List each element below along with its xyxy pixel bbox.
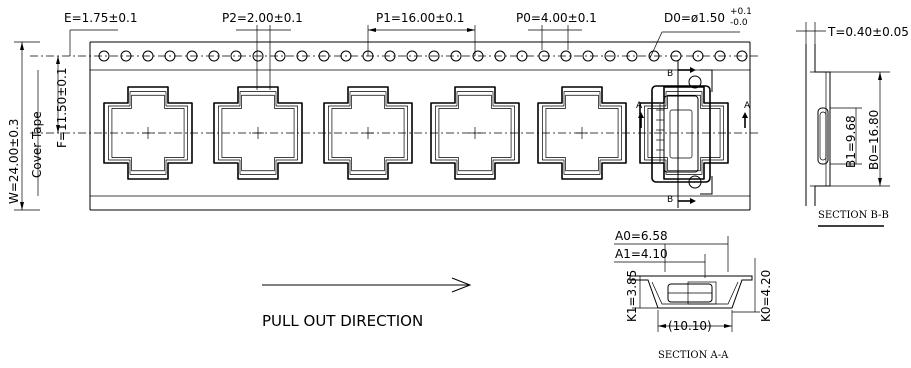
sprocket-hole: [98, 50, 110, 62]
sprocket-hole: [230, 50, 242, 62]
sprocket-holes: [98, 50, 748, 62]
sprocket-hole: [538, 50, 550, 62]
pull-out-label: PULL OUT DIRECTION: [262, 312, 423, 330]
pocket: [103, 86, 193, 180]
sprocket-hole: [692, 50, 704, 62]
dimension-e: E=1.75±0.1: [64, 11, 138, 56]
dim-d0-label: D0=ø1.50: [664, 11, 725, 25]
dim-e-label: E=1.75±0.1: [64, 11, 138, 25]
sprocket-hole: [384, 50, 396, 62]
sprocket-hole: [142, 50, 154, 62]
pull-out-direction: PULL OUT DIRECTION: [262, 277, 472, 330]
dimension-w: W=24.00±0.3: [7, 41, 40, 211]
sprocket-hole: [648, 50, 660, 62]
section-b-b: T=0.40±0.05 B1=9.68 B0=16.80 SECTION B-B: [796, 22, 909, 227]
dim-a0-label: A0=6.58: [615, 229, 668, 243]
sprocket-hole: [164, 50, 176, 62]
sprocket-hole: [120, 50, 132, 62]
sprocket-hole: [560, 50, 572, 62]
pocket: [430, 86, 520, 180]
carrier-tape: [30, 41, 760, 211]
section-a-a-label: SECTION A-A: [658, 350, 729, 361]
dim-k0-label: K0=4.20: [759, 270, 773, 322]
cover-tape-label: Cover Tape: [30, 111, 44, 178]
sprocket-hole: [406, 50, 418, 62]
sprocket-hole: [428, 50, 440, 62]
dim-p0-label: P0=4.00±0.1: [516, 11, 597, 25]
sprocket-hole: [494, 50, 506, 62]
marker-a-left: A: [636, 101, 643, 111]
dim-d0-tol-minus: -0.0: [730, 18, 748, 28]
usb-c-connector-icon: [651, 69, 713, 195]
dim-w-label: W=24.00±0.3: [7, 119, 21, 204]
pocket: [323, 86, 413, 180]
sprocket-hole: [516, 50, 528, 62]
sprocket-hole: [472, 50, 484, 62]
dim-center-width-label: (10.10): [668, 319, 712, 333]
marker-b-top: B: [667, 69, 673, 79]
sprocket-hole: [274, 50, 286, 62]
dimension-p2: P2=2.00±0.1: [222, 11, 303, 90]
sprocket-hole: [450, 50, 462, 62]
sprocket-hole: [604, 50, 616, 62]
dimension-cover-tape: Cover Tape: [30, 70, 44, 196]
sprocket-hole: [318, 50, 330, 62]
dimension-p1: P1=16.00±0.1: [367, 11, 476, 56]
sprocket-hole: [340, 50, 352, 62]
dim-d0-tol-plus: +0.1: [730, 7, 752, 17]
dimension-d0: D0=ø1.50 +0.1 -0.0: [649, 7, 752, 59]
pocket: [639, 86, 729, 180]
sprocket-hole: [296, 50, 308, 62]
dim-f-label: F=11.50±0.1: [55, 68, 69, 148]
sprocket-hole: [582, 50, 594, 62]
sprocket-hole: [714, 50, 726, 62]
dim-p1-label: P1=16.00±0.1: [376, 11, 464, 25]
dim-p2-label: P2=2.00±0.1: [222, 11, 303, 25]
sprocket-hole: [670, 50, 682, 62]
section-b-b-label: SECTION B-B: [818, 210, 889, 221]
dim-k1-label: K1=3.85: [625, 270, 639, 322]
section-markers: B B A A: [636, 60, 751, 208]
sprocket-hole: [186, 50, 198, 62]
dimension-f: F=11.50±0.1: [55, 56, 69, 148]
sprocket-hole: [252, 50, 264, 62]
sprocket-hole: [626, 50, 638, 62]
pocket: [213, 86, 303, 180]
sprocket-hole: [208, 50, 220, 62]
dim-b1-label: B1=9.68: [844, 115, 858, 168]
marker-b-bottom: B: [667, 195, 673, 205]
dim-b0-label: B0=16.80: [867, 110, 881, 170]
sprocket-hole: [736, 50, 748, 62]
pocket: [537, 86, 627, 180]
section-a-a: A0=6.58 A1=4.10 K1=3.85 K0=4.20 (10.10) …: [614, 229, 773, 361]
dimension-p0: P0=4.00±0.1: [516, 11, 597, 50]
marker-a-right: A: [744, 101, 751, 111]
dim-t-label: T=0.40±0.05: [827, 25, 909, 39]
dim-a1-label: A1=4.10: [615, 247, 668, 261]
component-pockets: [103, 86, 729, 180]
